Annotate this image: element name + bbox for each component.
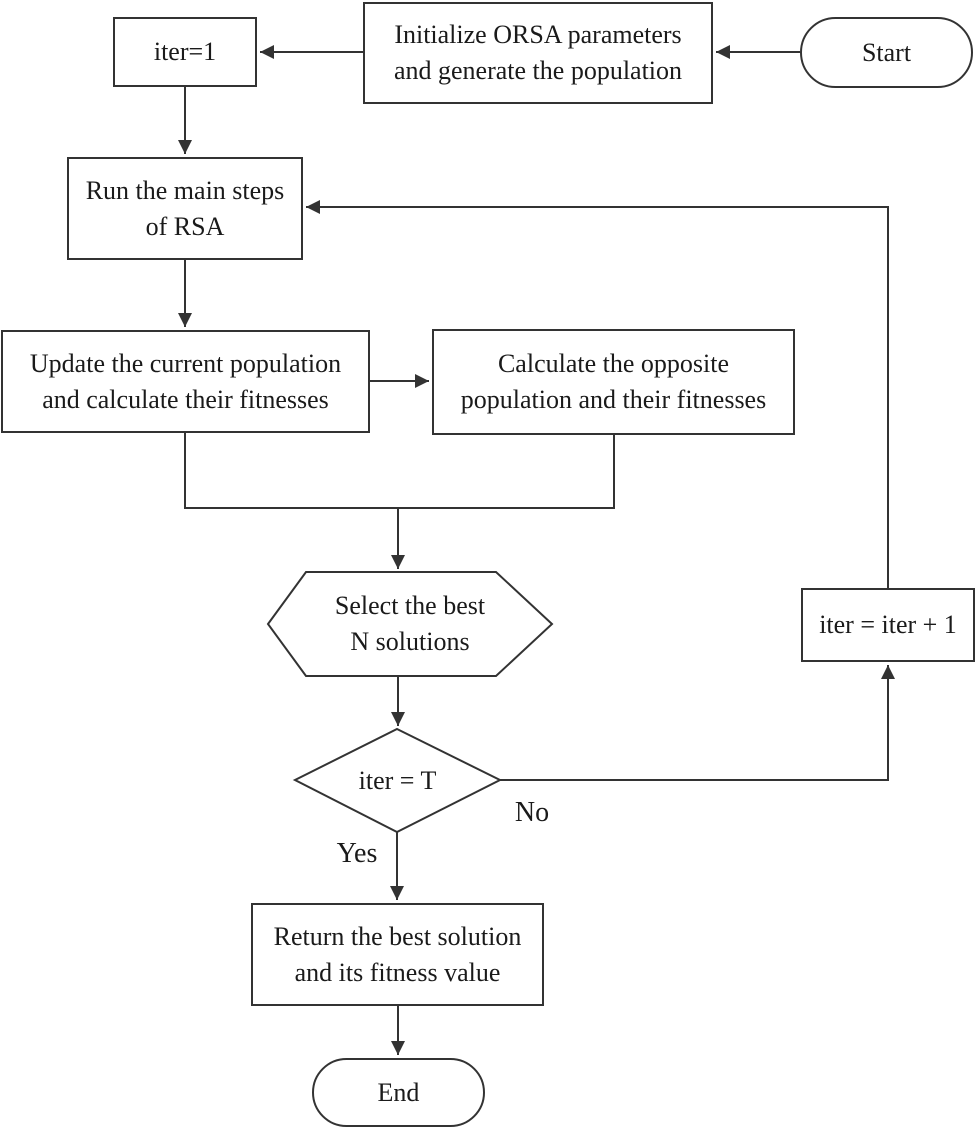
decision-node: iter = T — [295, 729, 500, 832]
end-node: End — [312, 1058, 485, 1127]
edge-decision-no-to-increment — [500, 665, 895, 781]
decision-diamond-shape — [292, 727, 503, 834]
return-node-label: Return the best solution and its fitness… — [273, 921, 522, 987]
initialize-node-label: Initialize ORSA parameters and generate … — [393, 20, 683, 85]
iter-init-node-label: iter=1 — [153, 37, 217, 67]
edge-merge-lines — [184, 433, 615, 509]
increment-node: iter = iter + 1 — [801, 588, 975, 662]
iter-init-node: iter=1 — [113, 17, 257, 87]
run-rsa-node: Run the main steps of RSA — [67, 157, 303, 260]
start-node-label: Start — [861, 37, 912, 67]
opposite-population-node: Calculate the opposite population and th… — [432, 329, 795, 435]
initialize-node: Initialize ORSA parameters and generate … — [363, 2, 713, 104]
end-node-label: End — [377, 1077, 420, 1107]
start-node: Start — [800, 17, 973, 88]
select-best-node-label: Select the best N solutions — [334, 591, 486, 656]
select-best-node: Select the best N solutions — [268, 572, 552, 676]
run-rsa-node-label: Run the main steps of RSA — [85, 175, 285, 241]
edge-label-yes: Yes — [336, 838, 378, 869]
increment-node-label: iter = iter + 1 — [819, 610, 957, 640]
update-population-node: Update the current population and calcul… — [1, 330, 370, 433]
edge-increment-to-run — [306, 200, 889, 588]
return-node: Return the best solution and its fitness… — [251, 903, 544, 1006]
select-hexagon-shape — [266, 571, 554, 677]
edge-label-no: No — [514, 797, 550, 828]
decision-node-label: iter = T — [358, 765, 437, 795]
opposite-population-node-label: Calculate the opposite population and th… — [460, 349, 767, 414]
update-population-node-label: Update the current population and calcul… — [29, 348, 342, 414]
